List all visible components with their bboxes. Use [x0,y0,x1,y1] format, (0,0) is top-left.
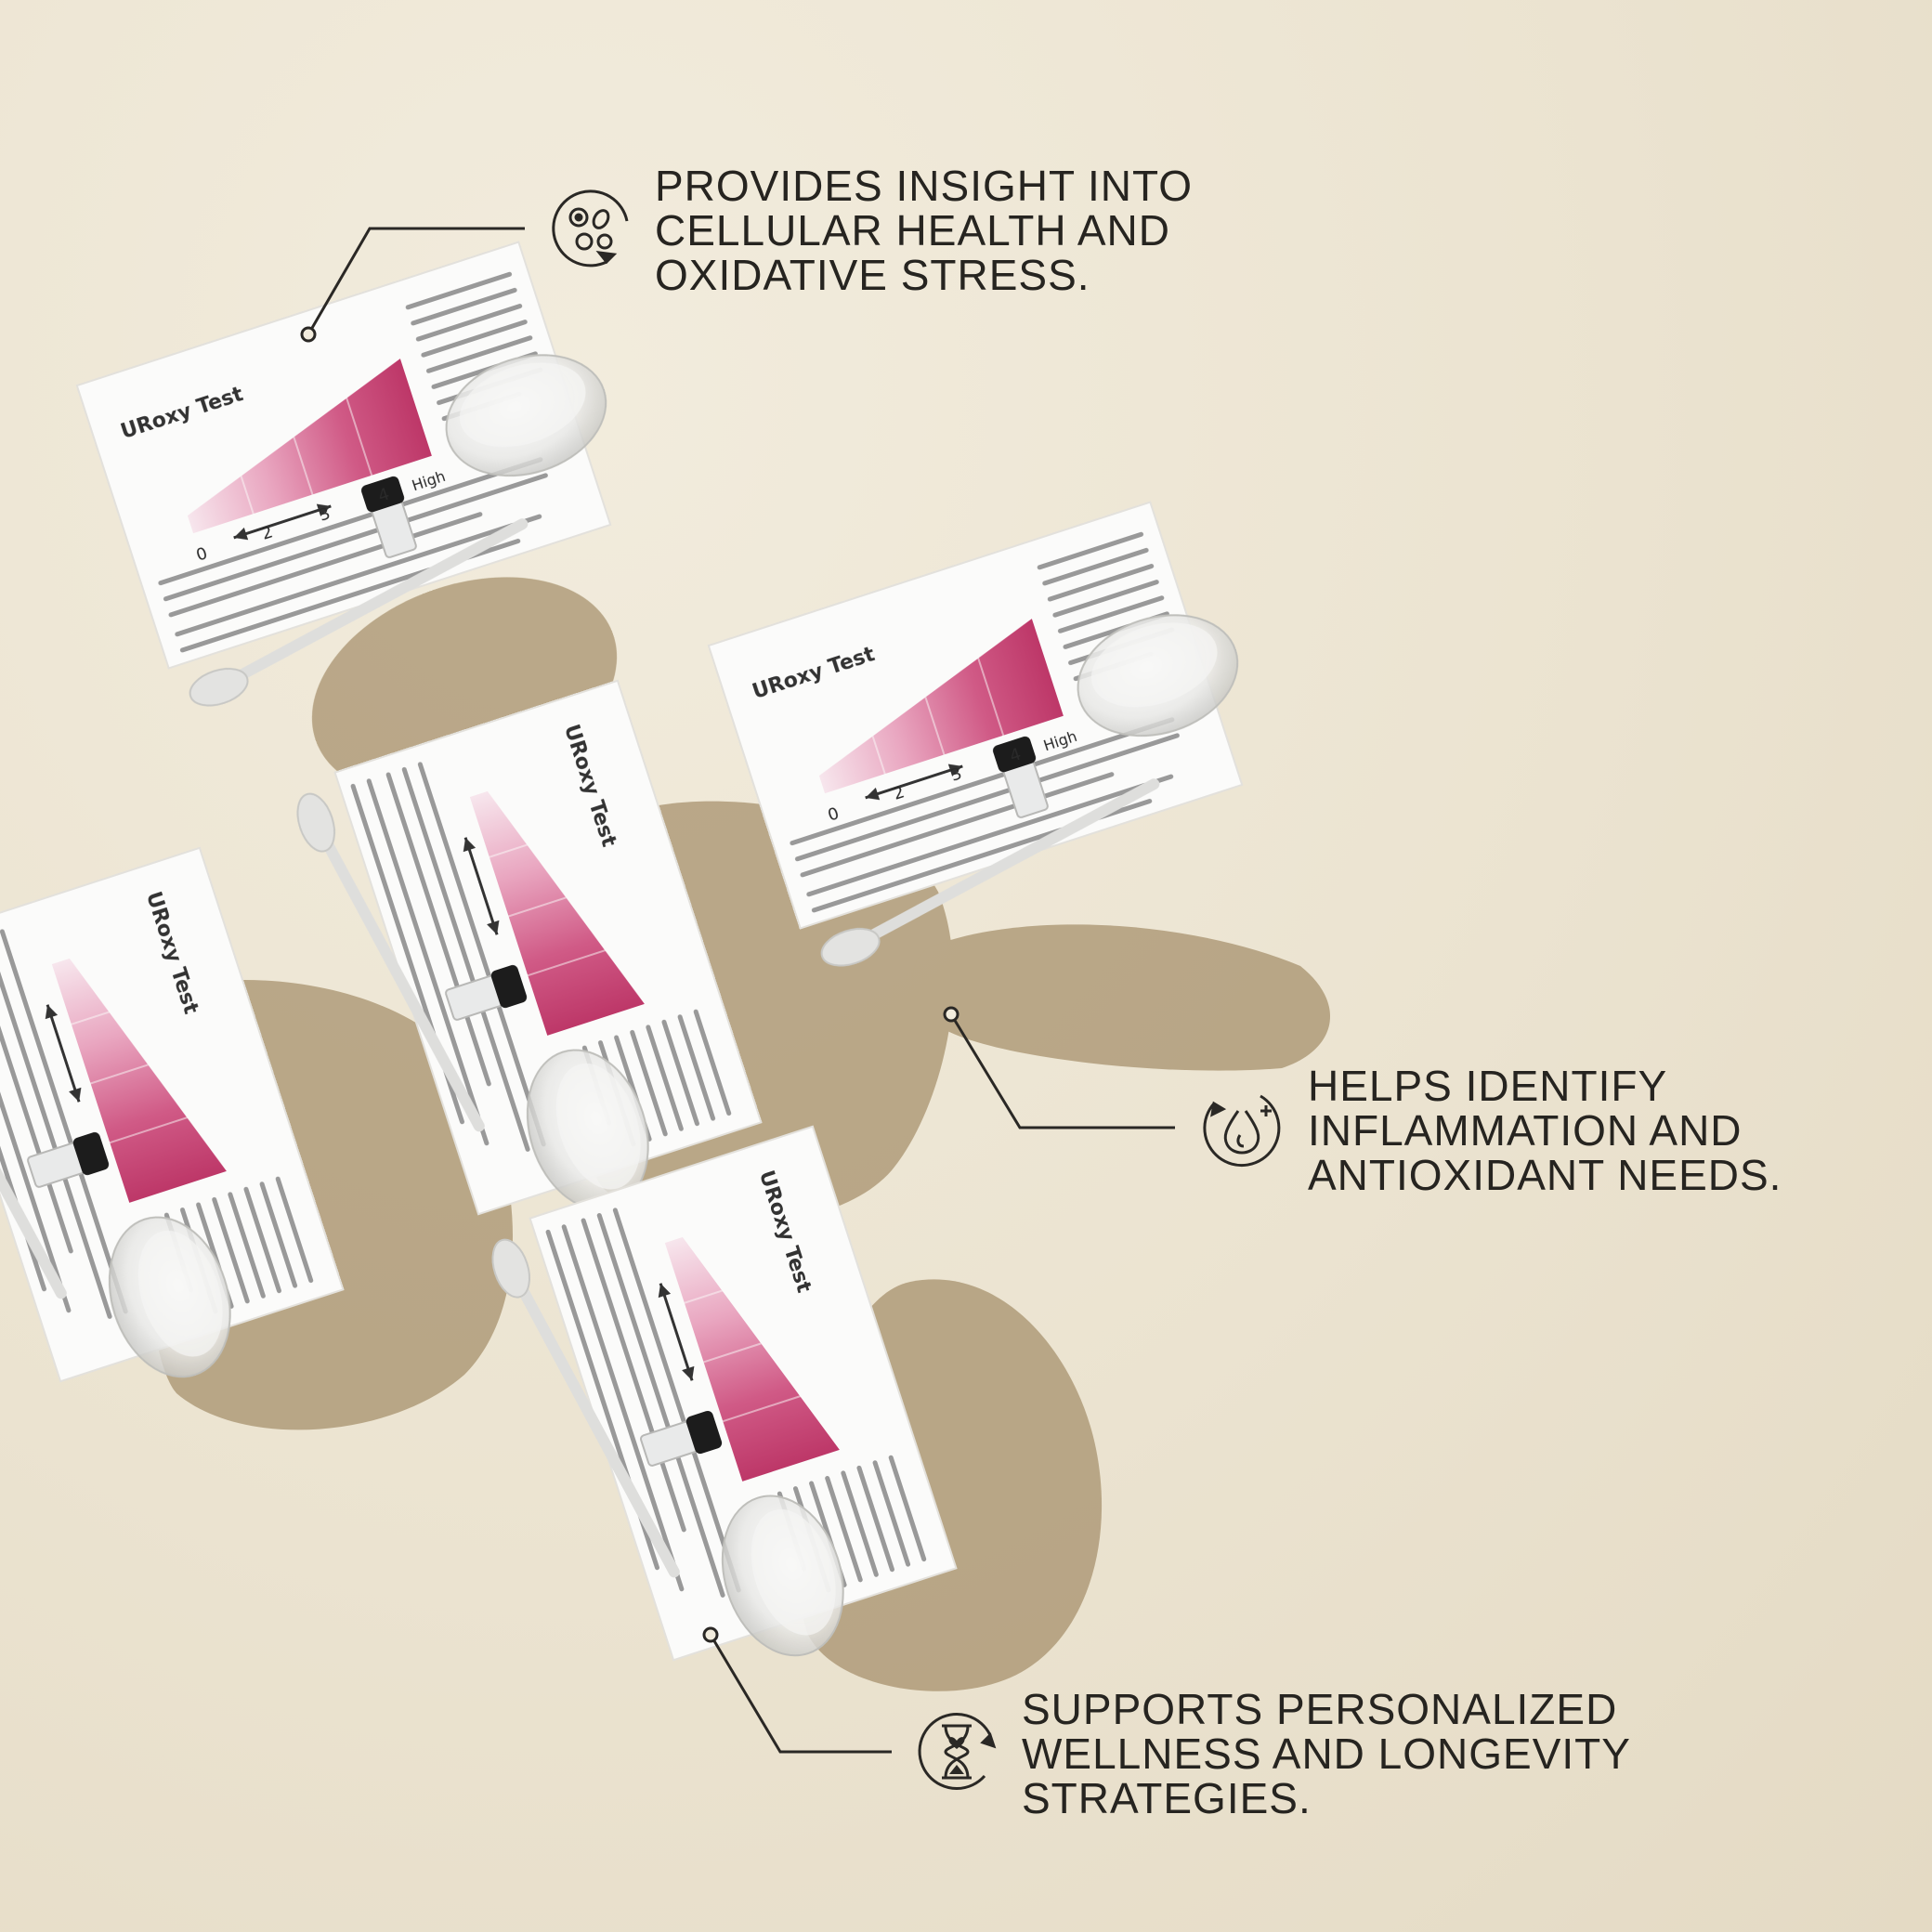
leader-dots [300,326,959,1643]
callout-line: HELPS IDENTIFY [1308,1062,1668,1110]
test-kit-1: URoxy Test 0 2 3 4 High [77,231,659,716]
inflammation-drop-icon [1203,1094,1281,1168]
callout-line: OXIDATIVE STRESS. [655,251,1090,299]
callout-line: WELLNESS AND LONGEVITY [1022,1730,1631,1778]
callout-line: SUPPORTS PERSONALIZED [1022,1685,1618,1733]
callout-line: STRATEGIES. [1022,1774,1312,1822]
callout-line: PROVIDES INSIGHT INTO [655,162,1194,210]
callout-line: CELLULAR HEALTH AND [655,206,1170,255]
leader-lines [307,227,1175,1754]
test-kit-3: URoxy Test [287,681,772,1263]
callout-longevity: SUPPORTS PERSONALIZED WELLNESS AND LONGE… [1022,1687,1631,1821]
cells-icon [552,189,629,268]
test-kit-5: URoxy Test [482,1127,967,1709]
callout-inflammation: HELPS IDENTIFY INFLAMMATION AND ANTIOXID… [1308,1064,1782,1197]
callout-line: INFLAMMATION AND [1308,1106,1743,1155]
callout-line: ANTIOXIDANT NEEDS. [1308,1151,1782,1199]
hourglass-heart-icon [918,1713,997,1790]
test-kit-2: URoxy Test 0 2 3 4 High [709,491,1291,976]
callout-cellular-health: PROVIDES INSIGHT INTO CELLULAR HEALTH AN… [655,163,1193,297]
test-kit-4: URoxy Test [0,848,354,1430]
